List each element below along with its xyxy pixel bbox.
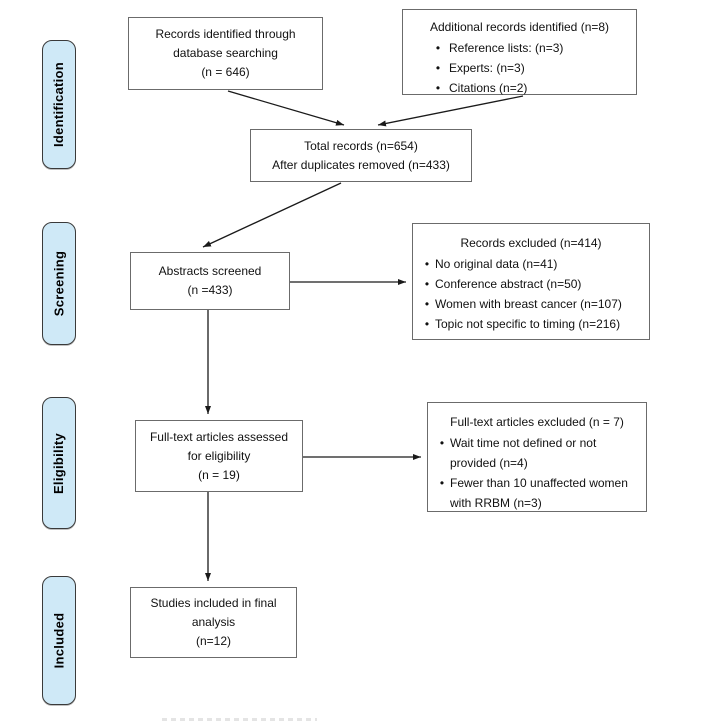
cutoff-caption-remnant [162,718,317,721]
box-total-records: Total records (n=654) After duplicates r… [250,129,472,182]
stage-eligibility: Eligibility [42,397,76,529]
box-title: Records excluded (n=414) [460,236,602,250]
box-fulltext-assessed: Full-text articles assessed for eligibil… [135,420,303,492]
box-studies-included: Studies included in final analysis (n=12… [130,587,297,658]
box-line: database searching [173,46,278,60]
list-item: • Wait time not defined or not provided … [428,433,646,473]
list-item: • Reference lists: (n=3) [403,38,636,58]
box-fulltext-excluded: Full-text articles excluded (n = 7) • Wa… [427,402,647,512]
box-line: (n=12) [195,634,232,648]
bullet-text: Experts: (n=3) [449,61,525,75]
box-title: Additional records identified (n=8) [429,20,610,34]
box-additional-records: Additional records identified (n=8) • Re… [402,9,637,95]
bullet-icon: • [424,257,430,271]
bullet-text: Reference lists: (n=3) [449,41,564,55]
bullet-icon: • [435,81,441,95]
list-item: • Experts: (n=3) [403,58,636,78]
box-line: analysis [191,615,236,629]
list-item: • Women with breast cancer (n=107) [413,294,649,314]
bullet-text: Women with breast cancer (n=107) [435,297,622,311]
box-records-excluded: Records excluded (n=414) • No original d… [412,223,650,340]
bullet-icon: • [424,277,430,291]
box-line: Records identified through [155,27,296,41]
stage-label: Identification [51,61,67,148]
box-line: Abstracts screened [158,264,262,278]
box-line: (n = 19) [198,467,240,482]
arrow-additional-to-total [377,95,524,127]
bullet-text: Citations (n=2) [449,81,528,95]
bullet-text: Conference abstract (n=50) [435,277,582,291]
bullet-icon: • [424,317,430,331]
box-line: (n =433) [187,283,233,297]
stage-identification: Identification [42,40,76,169]
bullet-icon: • [439,476,445,490]
bullet-icon: • [435,41,441,55]
box-line: After duplicates removed (n=433) [272,157,450,172]
box-title: Full-text articles excluded (n = 7) [450,415,624,429]
stage-label: Included [51,612,67,669]
box-line: Full-text articles assessed [149,429,289,444]
list-item: • Fewer than 10 unaffected women with RR… [428,473,646,513]
box-line: Studies included in final [150,596,277,610]
arrow-total-to-abstracts [202,182,342,248]
stage-label: Eligibility [51,432,67,494]
stage-included: Included [42,576,76,705]
list-item: • Topic not specific to timing (n=216) [413,314,649,334]
bullet-text: Wait time not defined or not provided (n… [450,436,597,470]
bullet-icon: • [439,436,445,450]
box-line: Total records (n=654) [304,138,418,153]
list-item: • Conference abstract (n=50) [413,274,649,294]
arrow-identified-to-total [227,90,345,126]
bullet-icon: • [435,61,441,75]
box-abstracts-screened: Abstracts screened (n =433) [130,252,290,310]
bullet-text: Topic not specific to timing (n=216) [435,317,621,331]
list-item: • No original data (n=41) [413,254,649,274]
stage-screening: Screening [42,222,76,345]
box-line: for eligibility [187,448,251,463]
stage-label: Screening [51,250,67,317]
bullet-text: Fewer than 10 unaffected women with RRBM… [450,476,628,510]
bullet-icon: • [424,297,430,311]
box-line: (n = 646) [201,65,250,79]
bullet-text: No original data (n=41) [435,257,558,271]
box-records-identified: Records identified through database sear… [128,17,323,90]
list-item: • Citations (n=2) [403,78,636,98]
